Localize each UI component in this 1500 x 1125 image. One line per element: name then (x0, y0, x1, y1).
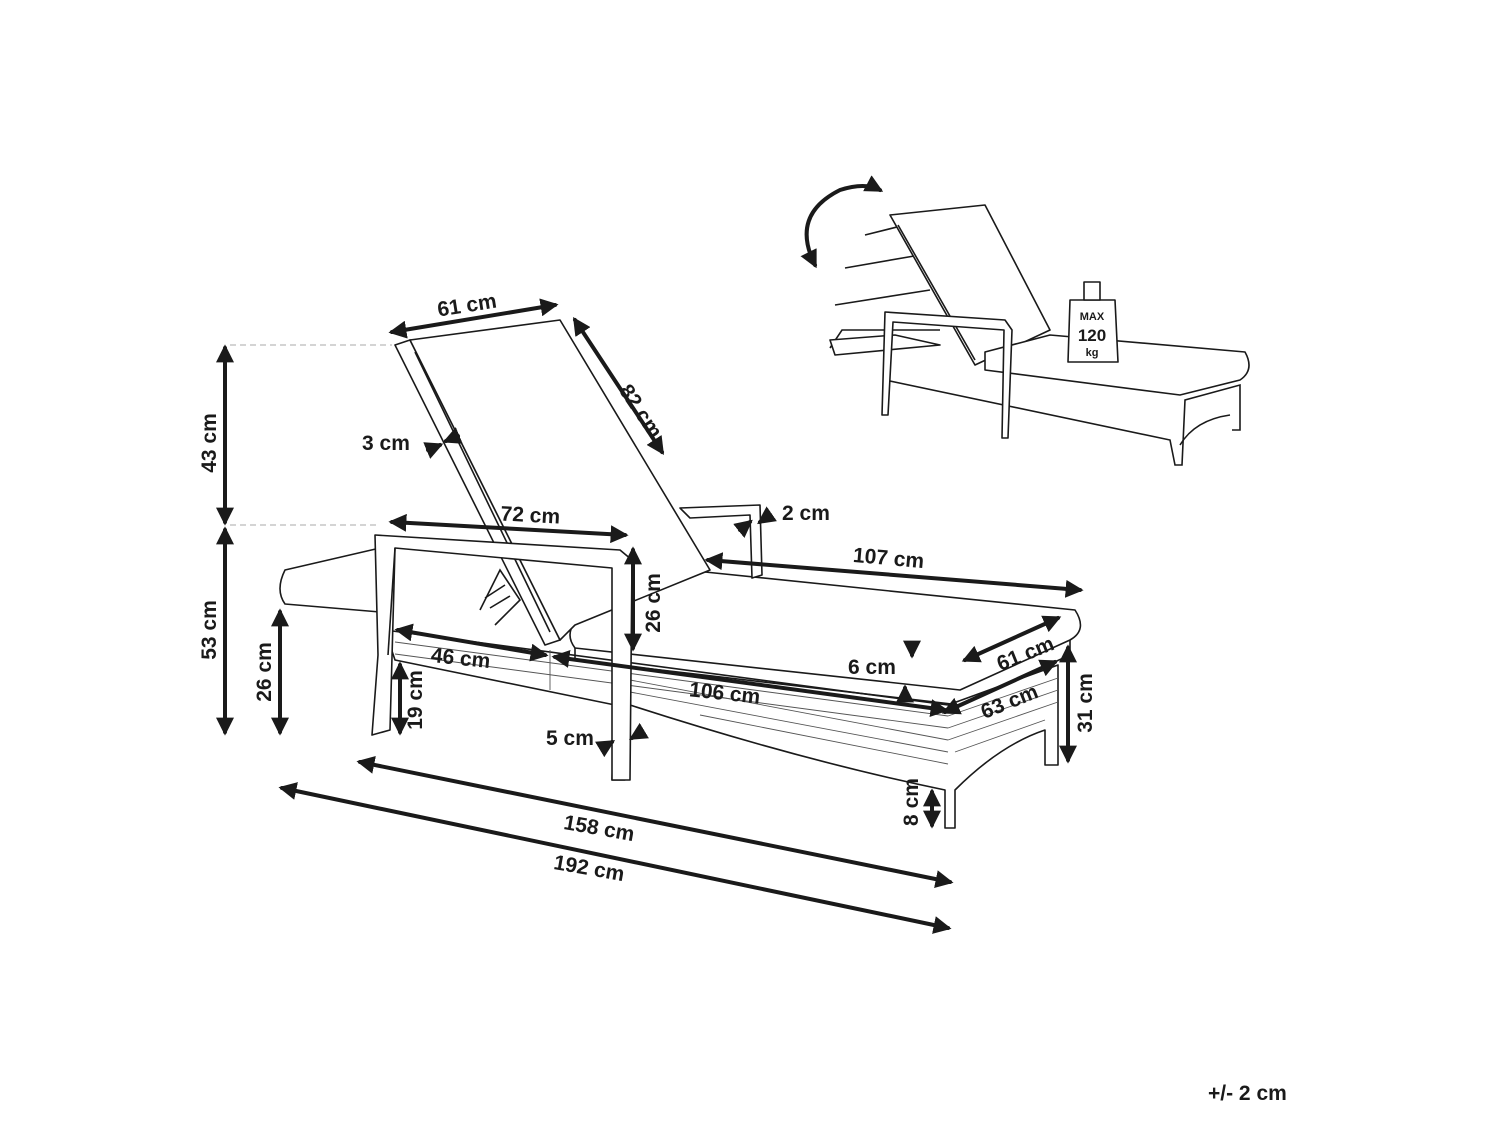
badge-weight-value: 120 (1078, 326, 1106, 345)
dimension-labels: 61 cm 82 cm 3 cm 72 cm 2 cm 107 cm 43 cm… (198, 290, 1097, 887)
label-leg-width: 5 cm (546, 727, 594, 750)
badge-unit-label: kg (1086, 347, 1099, 359)
label-back-height: 43 cm (198, 413, 221, 473)
preview-seat (984, 334, 1250, 396)
preview-armrest (881, 311, 1013, 439)
label-total-height: 53 cm (198, 600, 221, 660)
tolerance-note: +/- 2 cm (1208, 1082, 1287, 1105)
rotate-arrow (800, 175, 884, 269)
label-leg-gap: 19 cm (404, 670, 427, 730)
label-back-frame: 3 cm (362, 432, 410, 455)
preview-backrest (889, 204, 1051, 366)
label-leg-height: 8 cm (900, 778, 923, 826)
label-armrest-length: 72 cm (500, 502, 561, 528)
label-cushion-thickness: 6 cm (848, 656, 896, 679)
label-seat-length: 107 cm (852, 544, 925, 573)
front-cushion (279, 547, 381, 613)
label-armrest-height: 26 cm (642, 573, 665, 633)
weight-badge: MAX 120 kg (1067, 281, 1119, 363)
dimension-lines (216, 298, 1084, 934)
badge-max-label: MAX (1080, 311, 1105, 323)
label-armrest-thickness: 2 cm (782, 502, 830, 525)
preview-lounger: MAX 120 kg (800, 175, 1250, 466)
label-seat-height: 26 cm (253, 642, 276, 702)
label-rear-height: 31 cm (1074, 673, 1097, 733)
